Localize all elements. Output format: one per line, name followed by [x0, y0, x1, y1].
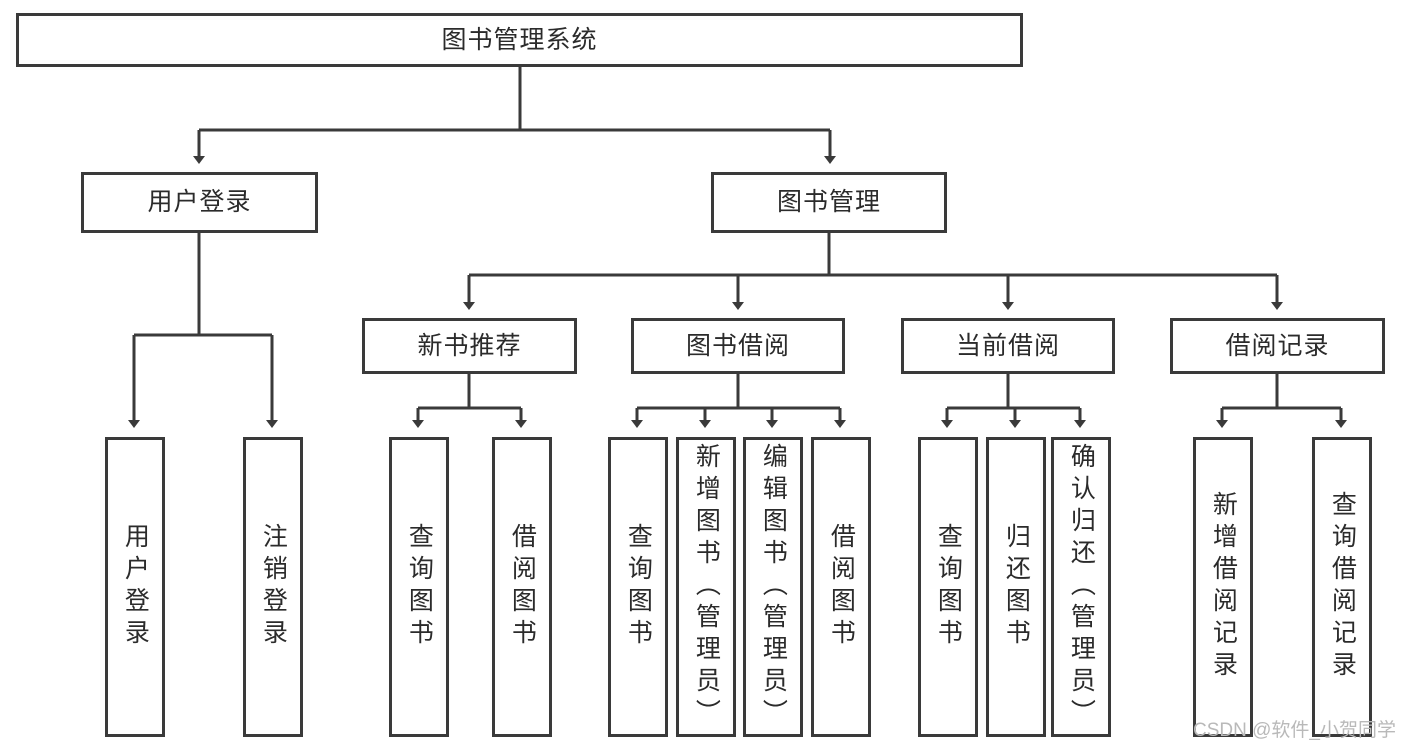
node-leaf-add-book[interactable]: 新增图书（管理员）: [676, 437, 736, 737]
node-leaf-return-book-label: 归还图书: [1002, 523, 1031, 651]
node-leaf-query-book-3-label: 查询图书: [934, 523, 963, 651]
node-leaf-logout-login-label: 注销登录: [259, 523, 288, 651]
node-leaf-borrow-book-1[interactable]: 借阅图书: [492, 437, 552, 737]
node-leaf-borrow-book-1-label: 借阅图书: [508, 523, 537, 651]
node-root[interactable]: 图书管理系统: [16, 13, 1023, 67]
node-leaf-add-record[interactable]: 新增借阅记录: [1193, 437, 1253, 737]
node-book-management[interactable]: 图书管理: [711, 172, 947, 233]
node-user-login[interactable]: 用户登录: [81, 172, 318, 233]
node-leaf-query-book-2[interactable]: 查询图书: [608, 437, 668, 737]
node-new-book-recommend-label: 新书推荐: [417, 331, 522, 360]
node-leaf-query-book-1[interactable]: 查询图书: [389, 437, 449, 737]
node-leaf-query-book-3[interactable]: 查询图书: [918, 437, 978, 737]
node-leaf-confirm-return-label: 确认归还（管理员）: [1067, 443, 1096, 731]
node-leaf-edit-book[interactable]: 编辑图书（管理员）: [743, 437, 803, 737]
node-leaf-add-book-label: 新增图书（管理员）: [692, 443, 721, 731]
node-borrow-record[interactable]: 借阅记录: [1170, 318, 1385, 374]
node-leaf-query-book-2-label: 查询图书: [624, 523, 653, 651]
node-book-borrow[interactable]: 图书借阅: [631, 318, 845, 374]
csdn-watermark: CSDN @软件_小贺同学: [1193, 720, 1396, 741]
node-leaf-return-book[interactable]: 归还图书: [986, 437, 1046, 737]
node-borrow-record-label: 借阅记录: [1225, 331, 1330, 360]
node-leaf-query-book-1-label: 查询图书: [405, 523, 434, 651]
node-leaf-logout-login[interactable]: 注销登录: [243, 437, 303, 737]
node-current-borrow-label: 当前借阅: [955, 331, 1060, 360]
node-leaf-query-record[interactable]: 查询借阅记录: [1312, 437, 1372, 737]
node-leaf-add-record-label: 新增借阅记录: [1209, 491, 1238, 683]
node-root-label: 图书管理系统: [441, 25, 598, 54]
node-leaf-confirm-return[interactable]: 确认归还（管理员）: [1051, 437, 1111, 737]
node-leaf-edit-book-label: 编辑图书（管理员）: [759, 443, 788, 731]
node-current-borrow[interactable]: 当前借阅: [901, 318, 1115, 374]
node-leaf-user-login-label: 用户登录: [121, 523, 150, 651]
node-book-borrow-label: 图书借阅: [685, 331, 790, 360]
node-leaf-user-login[interactable]: 用户登录: [105, 437, 165, 737]
node-user-login-label: 用户登录: [147, 188, 252, 217]
node-book-management-label: 图书管理: [776, 188, 881, 217]
node-leaf-borrow-book-2-label: 借阅图书: [827, 523, 856, 651]
node-leaf-query-record-label: 查询借阅记录: [1328, 491, 1357, 683]
node-leaf-borrow-book-2[interactable]: 借阅图书: [811, 437, 871, 737]
node-new-book-recommend[interactable]: 新书推荐: [362, 318, 577, 374]
